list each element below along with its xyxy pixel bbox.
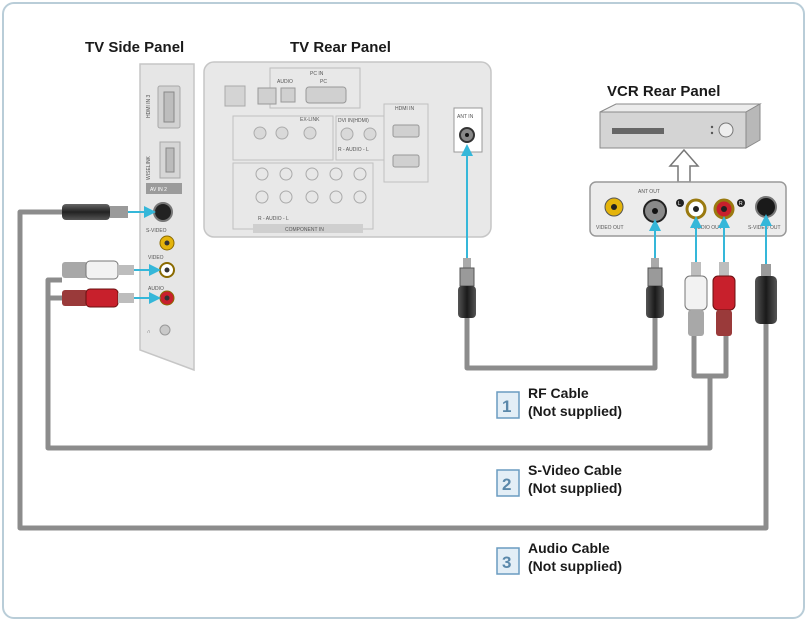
cable-2-name: S-Video Cable [528,462,622,478]
vcr-svideo-out-label: S-VIDEO OUT [748,225,781,231]
tv-side-panel-title: TV Side Panel [85,39,184,56]
tv-rear-dvi-in-label: DVI IN(HDMI) [338,118,369,124]
cable-2-number: 2 [502,475,511,494]
tv-side-av-in-label: AV IN 2 [150,187,167,193]
tv-rear-panel-title: TV Rear Panel [290,39,391,56]
cable-label-1: 1 RF Cable (Not supplied) [496,385,622,419]
vcr-rear-panel-title: VCR Rear Panel [607,83,720,100]
tv-side-video-label: VIDEO [148,255,164,261]
tv-side-panel: HDMI IN 3 WISELINK AV IN 2 S-VIDEO VIDEO… [139,63,195,372]
cable-label-2: 2 S-Video Cable (Not supplied) [496,462,622,497]
tv-rear-pc-label: PC [320,79,327,85]
cable-1-number: 1 [502,397,511,416]
vcr-audio-red-plug [712,262,736,336]
audio-cable-route [45,277,713,451]
tv-rear-audio-label: AUDIO [277,79,293,85]
headphone-jack [159,324,171,336]
vcr-video-out-label: VIDEO OUT [596,225,624,231]
vcr-audio-out-label: AUDIO OUT [694,225,722,231]
cable-3-note: (Not supplied) [528,558,622,574]
tv-rear-pc-vga-port [305,86,347,104]
tv-rear-panel: PC IN AUDIO PC EX-LINK DVI IN(HDMI) R - … [203,61,492,238]
tv-rear-dvi-audio-label: R - AUDIO - L [338,147,369,153]
cable-1-name: RF Cable [528,385,589,401]
rf-cable-route [464,318,658,371]
tv-rear-hdmi-in-label: HDMI IN [395,106,415,112]
vcr-svideo-plug [755,264,777,324]
vcr-rear-panel: VIDEO OUT ANT OUT L R AUDIO OUT S-VIDEO … [589,181,787,237]
vcr-svideo-out-jack [755,196,777,218]
tv-rear-pc-in-label: PC IN [310,71,324,77]
vcr-device [599,103,762,149]
tv-side-svideo-label: S-VIDEO [146,228,167,234]
vcr-audio-white-plug [684,262,708,336]
tv-side-hdmi-label: HDMI IN 3 [146,94,152,118]
side-audio-white-plug [62,260,161,280]
tv-rear-component-audio-label: R - AUDIO - L [258,216,289,222]
tv-rear-ant-in-label: ANT IN [457,114,474,120]
tv-side-svideo-jack [153,202,173,222]
audio-cable-join [691,335,729,379]
vcr-callout-arrow [668,148,700,183]
tv-rf-plug [458,258,476,318]
headphone-icon: ∩ [147,329,151,335]
cable-3-name: Audio Cable [528,540,610,556]
svideo-cable-route [17,209,769,531]
tv-side-audio-label: AUDIO [148,286,164,292]
vcr-r-label: R [739,201,743,207]
cable-2-note: (Not supplied) [528,480,622,496]
tv-rear-component-in-label: COMPONENT IN [285,227,324,233]
cable-routes [17,209,769,531]
vcr-ant-out-label: ANT OUT [638,189,660,195]
vcr-l-label: L [678,201,681,207]
tv-side-wiselink-label: WISELINK [146,155,152,180]
cable-3-badge [496,547,520,575]
cable-1-badge [496,391,520,419]
vcr-rf-plug [646,258,664,318]
side-svideo-plug [62,204,156,220]
tv-rear-pc-audio-jack [280,87,296,103]
cable-label-3: 3 Audio Cable (Not supplied) [496,540,622,575]
side-audio-red-plug [62,288,161,308]
cable-3-number: 3 [502,553,511,572]
cable-2-badge [496,469,520,497]
cable-1-note: (Not supplied) [528,403,622,419]
tv-rear-ex-link-label: EX-LINK [300,117,320,123]
vcr-arrows [649,214,772,264]
